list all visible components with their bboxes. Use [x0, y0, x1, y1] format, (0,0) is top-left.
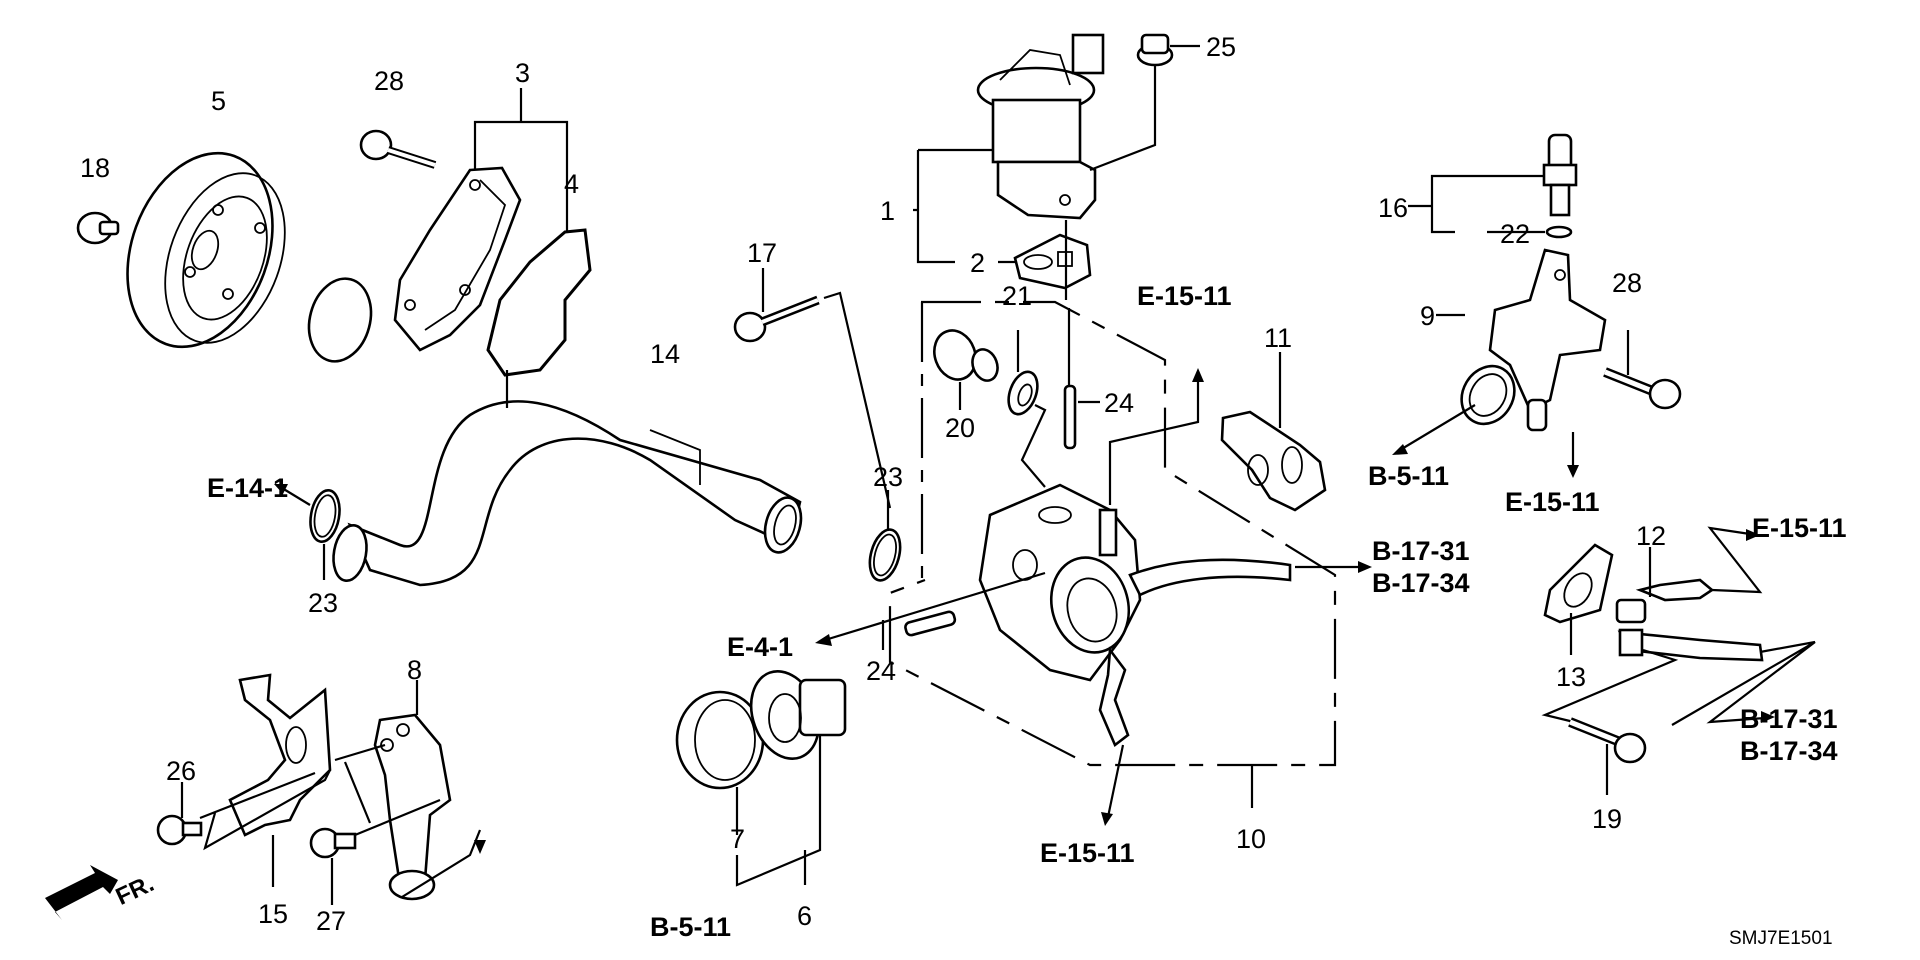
callout-label[interactable]: 21 — [1002, 281, 1032, 311]
sealing-washer-part[interactable] — [1003, 368, 1042, 418]
temperature-sensor-part[interactable] — [1542, 133, 1578, 217]
callout-label[interactable]: 17 — [747, 238, 777, 268]
flange-bolt-bracket-part[interactable] — [156, 814, 203, 846]
callout-label[interactable]: 4 — [564, 169, 579, 199]
water-pump-o-ring-part[interactable] — [486, 228, 592, 377]
callout-label[interactable]: 23 — [308, 588, 338, 618]
callout-label[interactable]: 23 — [873, 462, 903, 492]
egr-gasket-part[interactable] — [1013, 233, 1092, 290]
reference-link[interactable]: E-15-11 — [1040, 838, 1135, 868]
water-pipe-joint-part[interactable] — [1615, 578, 1764, 662]
reference-link[interactable]: E-14-1 — [207, 473, 288, 503]
drain-plug-part[interactable] — [928, 325, 1002, 386]
callout-label[interactable]: 15 — [258, 899, 288, 929]
pulley-bolt-part[interactable] — [76, 211, 120, 245]
stud-bolt-lower-part[interactable] — [904, 610, 957, 637]
bracket-part[interactable] — [228, 673, 332, 837]
leader-16-22 — [1408, 174, 1545, 234]
flange-bolt-long-part[interactable] — [733, 295, 820, 343]
reference-link[interactable]: E-15-11 — [1505, 487, 1600, 517]
egr-valve-part[interactable] — [976, 33, 1105, 220]
callout-label[interactable]: 20 — [945, 413, 975, 443]
stud-bolt-upper-part[interactable] — [1063, 384, 1077, 450]
callout-label[interactable]: 28 — [374, 66, 404, 96]
outlet-bolt-part[interactable] — [1603, 367, 1682, 410]
leader-10 — [888, 300, 1337, 767]
callout-label[interactable]: 10 — [1236, 824, 1266, 854]
reference-link[interactable]: B-17-31 — [1372, 536, 1470, 566]
thermostat-part[interactable] — [740, 662, 847, 768]
callout-label[interactable]: 6 — [797, 901, 812, 931]
callout-label[interactable]: 14 — [650, 339, 680, 369]
callout-label[interactable]: 24 — [866, 656, 896, 686]
callout-label[interactable]: 12 — [1636, 521, 1666, 551]
reference-link[interactable]: E-15-11 — [1137, 281, 1232, 311]
reference-link[interactable]: B-5-11 — [650, 912, 731, 942]
reference-link[interactable]: E-15-11 — [1752, 513, 1847, 543]
pipe-o-ring-right-part[interactable] — [865, 526, 906, 583]
water-passage-housing-part[interactable] — [978, 483, 1292, 748]
callout-label[interactable]: 25 — [1206, 32, 1236, 62]
callout-label[interactable]: 3 — [515, 58, 530, 88]
callout-label[interactable]: 9 — [1420, 301, 1435, 331]
water-pump-part[interactable] — [300, 166, 522, 368]
water-outlet-part[interactable] — [1451, 248, 1607, 433]
callout-label[interactable]: 22 — [1500, 219, 1530, 249]
callout-label[interactable]: 27 — [316, 906, 346, 936]
leader-25 — [1089, 44, 1200, 172]
sensor-o-ring-part[interactable] — [1545, 225, 1573, 239]
pipe-o-ring-left-part[interactable] — [307, 488, 344, 544]
callout-label[interactable]: 2 — [970, 248, 985, 278]
water-pump-pulley-part[interactable] — [102, 133, 307, 367]
connecting-pipe-part[interactable] — [329, 400, 806, 587]
callout-label[interactable]: 24 — [1104, 388, 1134, 418]
reference-link[interactable]: B-5-11 — [1368, 461, 1449, 491]
leader-1 — [913, 148, 993, 264]
callout-label[interactable]: 19 — [1592, 804, 1622, 834]
diagram-code: SMJ7E1501 — [1729, 928, 1833, 949]
callout-label[interactable]: 28 — [1612, 268, 1642, 298]
callout-label[interactable]: 7 — [730, 824, 745, 854]
flange-nut-part[interactable] — [1136, 33, 1174, 67]
reference-link[interactable]: B-17-34 — [1740, 736, 1838, 766]
pump-bolt-part[interactable] — [359, 129, 437, 169]
reference-link[interactable]: E-4-1 — [727, 632, 793, 662]
front-indicator-label: FR. — [112, 870, 158, 911]
flange-bolt-cover-part[interactable] — [309, 827, 357, 859]
callout-label[interactable]: 5 — [211, 86, 226, 116]
callout-label[interactable]: 11 — [1264, 323, 1292, 353]
reference-link[interactable]: B-17-34 — [1372, 568, 1470, 598]
flange-bolt-part[interactable] — [1568, 717, 1647, 764]
callout-label[interactable]: 18 — [80, 153, 110, 183]
callout-label[interactable]: 26 — [166, 756, 196, 786]
callout-label[interactable]: 16 — [1378, 193, 1408, 223]
front-direction-arrow — [45, 865, 118, 920]
joint-gasket-part[interactable] — [1543, 543, 1614, 624]
reference-link[interactable]: B-17-31 — [1740, 704, 1838, 734]
callout-label[interactable]: 1 — [880, 196, 895, 226]
callout-label[interactable]: 8 — [407, 655, 422, 685]
water-passage-gasket-part[interactable] — [1220, 410, 1327, 512]
thermostat-cover-part[interactable] — [373, 713, 452, 901]
callout-label[interactable]: 13 — [1556, 662, 1586, 692]
